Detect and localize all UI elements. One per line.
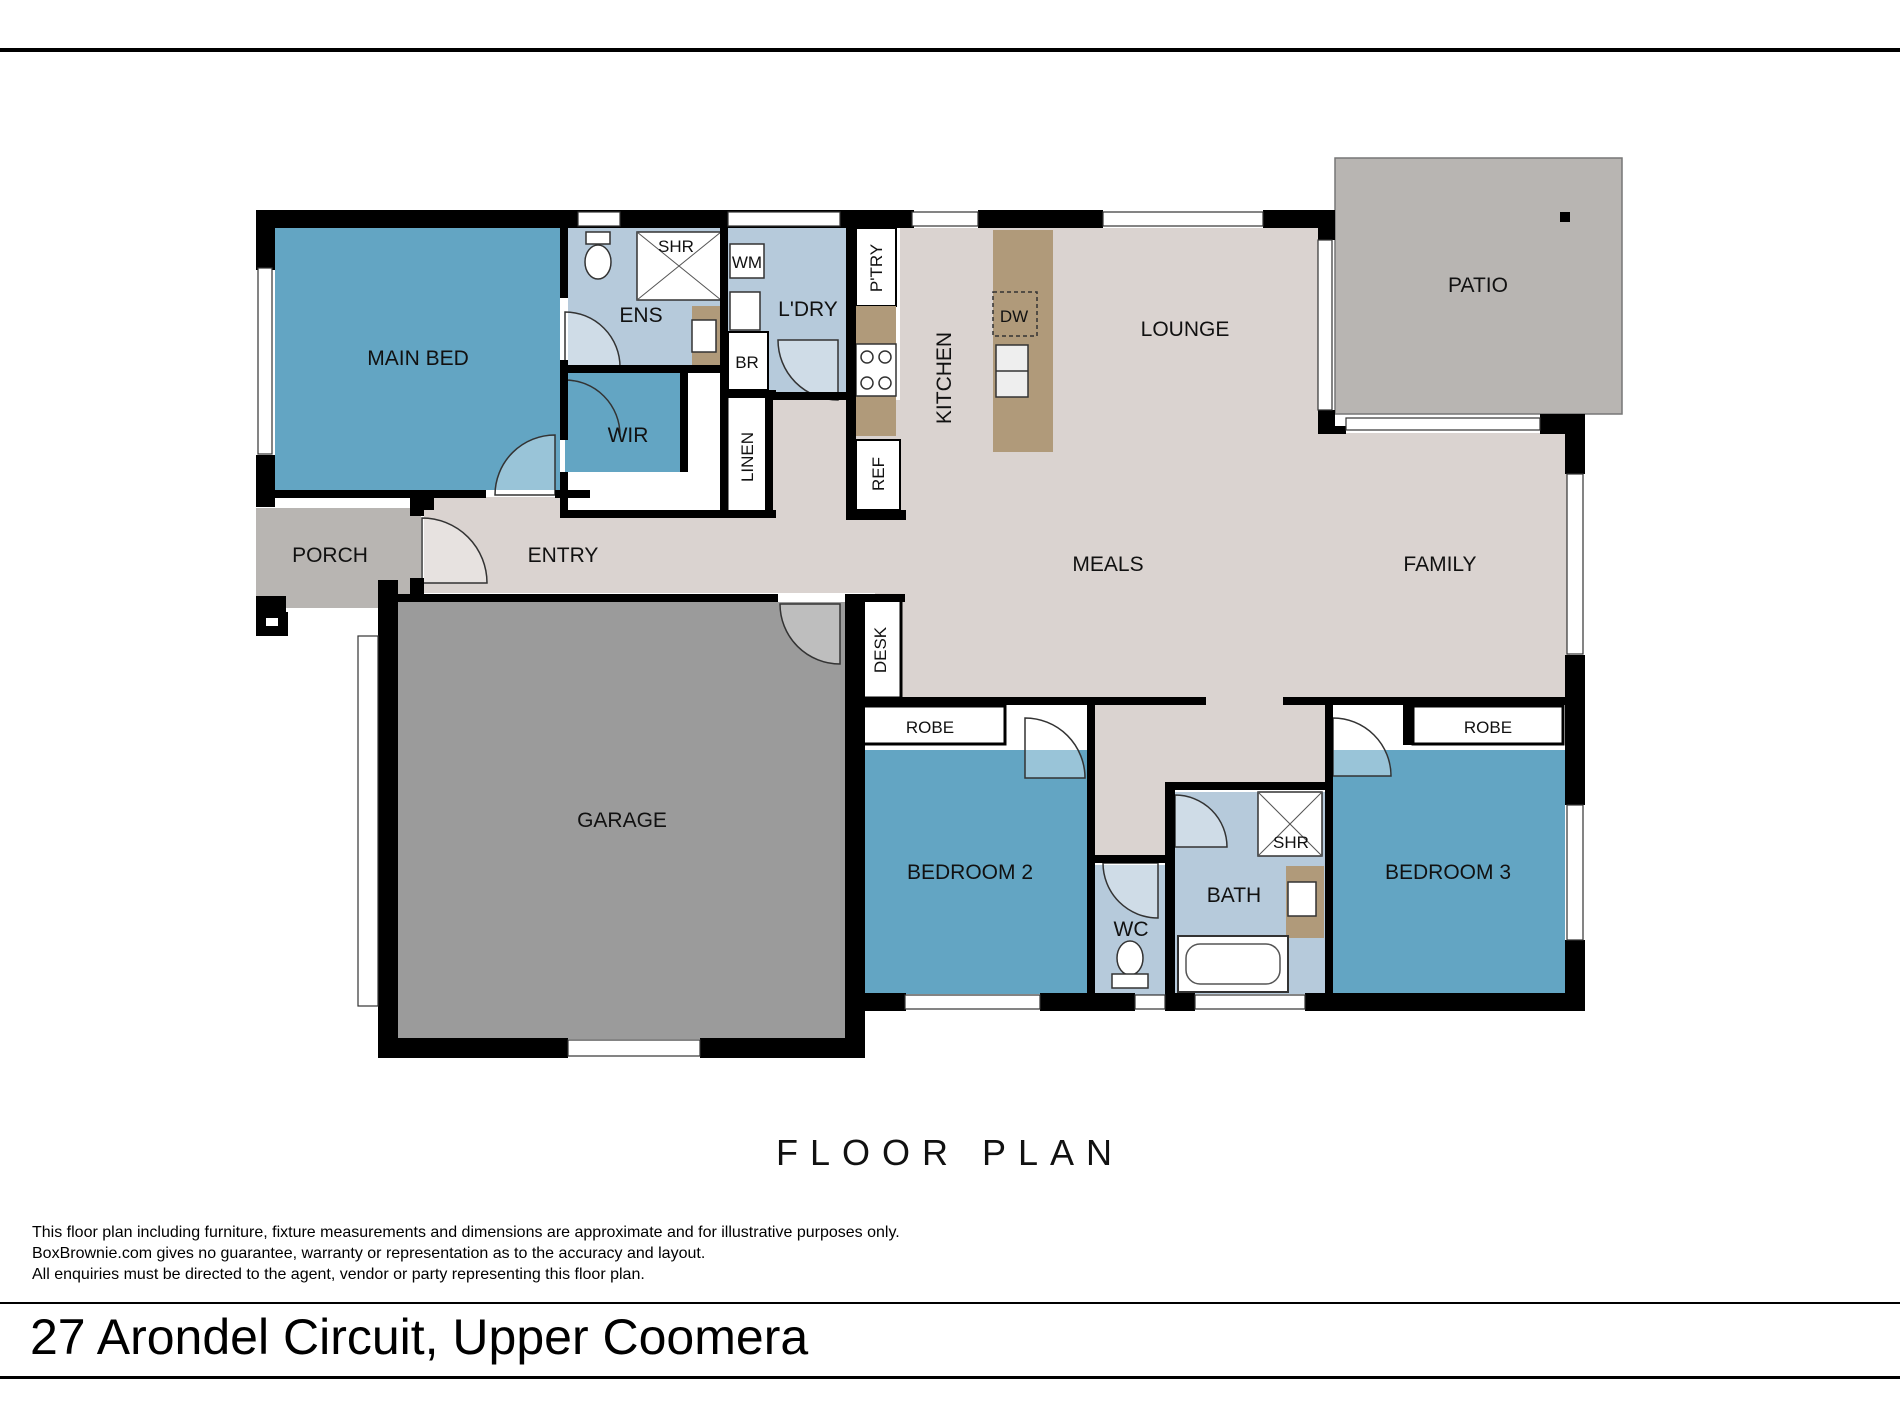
label-bedroom2: BEDROOM 2 bbox=[907, 861, 1033, 884]
hall-floor-2 bbox=[1090, 700, 1168, 860]
windows bbox=[257, 211, 1584, 1057]
label-meals: MEALS bbox=[1072, 553, 1143, 576]
floor-plan-heading: FLOOR PLAN bbox=[775, 1132, 1125, 1173]
disclaimer-line-3: All enquiries must be directed to the ag… bbox=[32, 1266, 645, 1283]
bedroom2-floor bbox=[855, 750, 1087, 994]
patio-post bbox=[1560, 212, 1570, 222]
label-robe-bed3: ROBE bbox=[1464, 718, 1512, 737]
main-bed-floor bbox=[275, 228, 560, 490]
walls bbox=[256, 210, 1585, 1058]
dishwasher-outline bbox=[992, 291, 1038, 337]
ensuite-basin bbox=[691, 319, 717, 353]
washing-machine bbox=[729, 243, 765, 279]
label-porch: PORCH bbox=[292, 544, 368, 567]
label-ens-shr: SHR bbox=[658, 237, 694, 256]
fridge-space bbox=[855, 439, 901, 511]
label-desk: DESK bbox=[871, 626, 890, 673]
label-ens: ENS bbox=[619, 304, 662, 327]
disclaimer-line-2: BoxBrownie.com gives no guarantee, warra… bbox=[32, 1245, 706, 1262]
top-rule bbox=[0, 48, 1900, 52]
label-wm: WM bbox=[732, 253, 762, 272]
label-garage: GARAGE bbox=[577, 809, 667, 832]
patio-floor bbox=[1334, 157, 1623, 415]
ensuite-toilet bbox=[584, 244, 612, 280]
living-floor bbox=[424, 228, 1570, 700]
door-swings bbox=[421, 311, 1392, 919]
porch-light bbox=[266, 618, 278, 626]
cooktop bbox=[855, 343, 897, 397]
address-bottom-rule bbox=[0, 1376, 1900, 1379]
bedroom3-floor bbox=[1333, 750, 1565, 994]
label-main-bed: MAIN BED bbox=[367, 347, 469, 370]
bath-basin bbox=[1287, 881, 1317, 917]
wir-strip bbox=[565, 472, 721, 514]
kitchen-island bbox=[993, 230, 1053, 452]
label-entry: ENTRY bbox=[528, 544, 599, 567]
garage-floor bbox=[397, 602, 847, 1039]
label-ptry: P'TRY bbox=[867, 244, 886, 292]
laundry-tub bbox=[729, 291, 761, 331]
address-top-rule bbox=[0, 1302, 1900, 1304]
label-robe-bed2: ROBE bbox=[906, 718, 954, 737]
label-bath: BATH bbox=[1207, 884, 1261, 907]
label-br: BR bbox=[735, 353, 759, 372]
label-bedroom3: BEDROOM 3 bbox=[1385, 861, 1511, 884]
label-patio: PATIO bbox=[1448, 274, 1508, 297]
wir-floor bbox=[565, 372, 680, 472]
label-lounge: LOUNGE bbox=[1141, 318, 1230, 341]
label-linen: LINEN bbox=[738, 432, 757, 482]
disclaimer: This floor plan including furniture, fix… bbox=[32, 1222, 900, 1285]
label-wir: WIR bbox=[608, 424, 649, 447]
label-ldry: L'DRY bbox=[778, 298, 838, 321]
label-kitchen: KITCHEN bbox=[933, 332, 956, 424]
wc-toilet bbox=[1116, 940, 1144, 976]
label-family: FAMILY bbox=[1403, 553, 1476, 576]
property-address: 27 Arondel Circuit, Upper Coomera bbox=[30, 1309, 809, 1365]
disclaimer-line-1: This floor plan including furniture, fix… bbox=[32, 1224, 900, 1241]
label-ref: REF bbox=[869, 457, 888, 491]
label-wc: WC bbox=[1114, 918, 1149, 941]
label-dw: DW bbox=[1000, 307, 1028, 326]
label-bath-shr: SHR bbox=[1273, 833, 1309, 852]
linen-cupboard bbox=[725, 394, 769, 518]
